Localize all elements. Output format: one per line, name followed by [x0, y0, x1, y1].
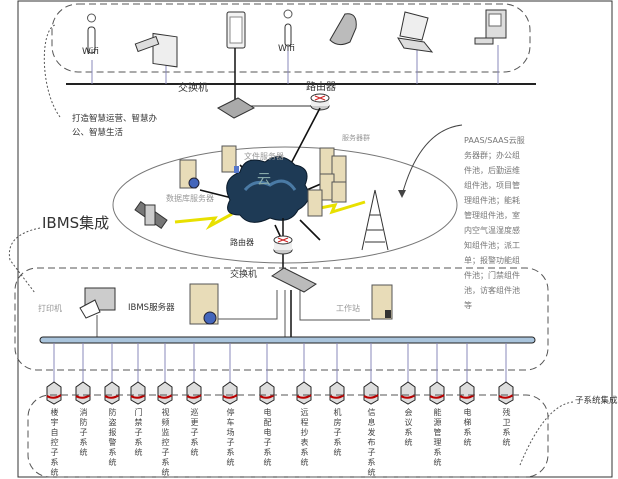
subsystem-label: 远程抄表系统 [300, 408, 309, 468]
subsystem-label: 防盗报警系统 [108, 408, 117, 468]
subsystem-controller-icon [104, 381, 120, 405]
subsystem-bus [39, 336, 536, 344]
signal-tower-icon [361, 189, 389, 251]
printer-label: 打印机 [38, 304, 62, 313]
workstation-icon [371, 284, 393, 320]
subsystem-label: 巡更子系统 [190, 408, 199, 458]
subsystem-controller-icon [157, 381, 173, 405]
switch-label: 交换机 [178, 83, 208, 94]
subsystem-controller-icon [459, 381, 475, 405]
router-label: 路由器 [230, 238, 254, 247]
subsystem-controller-icon [429, 381, 445, 405]
subsystem-label: 会议系统 [404, 408, 413, 448]
router-icon [310, 93, 330, 111]
wifi-ap-icon [87, 13, 96, 54]
cloud-region-border [112, 146, 458, 264]
desktop-pc-icon [474, 9, 507, 45]
slogan-text: 打造智慧运营、智慧办公、智慧生活 [72, 114, 158, 138]
server-cluster-label: 服务器群 [342, 134, 370, 142]
cloud-label: 云 [257, 172, 271, 188]
ibms-pointer [8, 227, 41, 294]
laptop-icon [397, 11, 434, 53]
subsystem-controller-icon [222, 381, 238, 405]
subsystem-label: 信息发布子系统 [367, 408, 376, 478]
wifi-label: Wifi [82, 47, 99, 57]
subsystem-controller-icon [130, 381, 146, 405]
switch-icon [271, 267, 317, 293]
db-server-icon [179, 159, 200, 189]
file-server-icon [221, 145, 239, 173]
subsystem-label: 机房子系统 [333, 408, 342, 458]
server-cluster-icon [319, 147, 347, 203]
tablet-icon [226, 11, 246, 49]
subsystem-controller-icon [46, 381, 62, 405]
ibms-title: IBMS集成 [42, 214, 110, 232]
cloud-note: PAAS/SAAS云服务器群；办公组件池，后勤运维组件池，项目管理组件池；能耗管… [464, 136, 525, 310]
subsystem-label: 楼宇自控子系统 [50, 408, 59, 478]
subsystem-controller-icon [259, 381, 275, 405]
db-server-label: 数据库服务器 [166, 194, 214, 203]
switch-label: 交换机 [230, 270, 258, 280]
subsystem-label: 门禁子系统 [134, 408, 143, 458]
desktop-monitor-icon [134, 32, 178, 68]
subsystem-pointer [519, 401, 574, 466]
wifi-label: Wifi [278, 44, 295, 54]
terminal-group-border [51, 3, 531, 73]
router-label: 路由器 [306, 82, 336, 93]
top-drops [91, 40, 499, 84]
subsystem-group-border [27, 394, 549, 478]
satellite-icon [134, 201, 168, 229]
slogan-pointer [43, 24, 61, 118]
subsystem-label: 视频监控子系统 [161, 408, 170, 478]
ibms-server-icon [189, 283, 219, 325]
subsystem-label: 电配电子系统 [263, 408, 272, 468]
subsystem-controller-icon [363, 381, 379, 405]
file-server-label: 文件服务器 [244, 152, 284, 161]
ibms-links [96, 290, 370, 340]
switch-icon [216, 97, 256, 119]
subsystem-label: 能源管理系统 [433, 408, 442, 468]
subsystem-controller-icon [75, 381, 91, 405]
subsystem-integration-label: 子系统集成 [575, 396, 618, 406]
mobile-phone-icon [329, 13, 357, 46]
workstation-label: 工作站 [336, 304, 360, 313]
ibms-group-border [14, 267, 549, 371]
note-pointer [401, 124, 463, 196]
ibms-server-label: IBMS服务器 [128, 303, 175, 313]
subsystem-label: 电梯系统 [463, 408, 472, 448]
subsystem-controller-icon [498, 381, 514, 405]
subsystem-drops [53, 343, 507, 388]
subsystem-controller-icon [186, 381, 202, 405]
lightning-icon [174, 212, 233, 231]
wifi-ap-icon [283, 9, 293, 47]
subsystem-controller-icon [400, 381, 416, 405]
subsystem-label: 残卫系统 [502, 408, 511, 448]
server-icon [307, 189, 323, 217]
subsystem-label: 停车场子系统 [226, 408, 235, 468]
subsystem-controller-icon [296, 381, 312, 405]
cloud-icon [226, 156, 310, 223]
subsystem-label: 消防子系统 [79, 408, 88, 458]
router-icon [273, 235, 293, 255]
printer-icon [79, 287, 116, 319]
subsystem-controller-icon [329, 381, 345, 405]
subsystem-icons [46, 381, 514, 405]
